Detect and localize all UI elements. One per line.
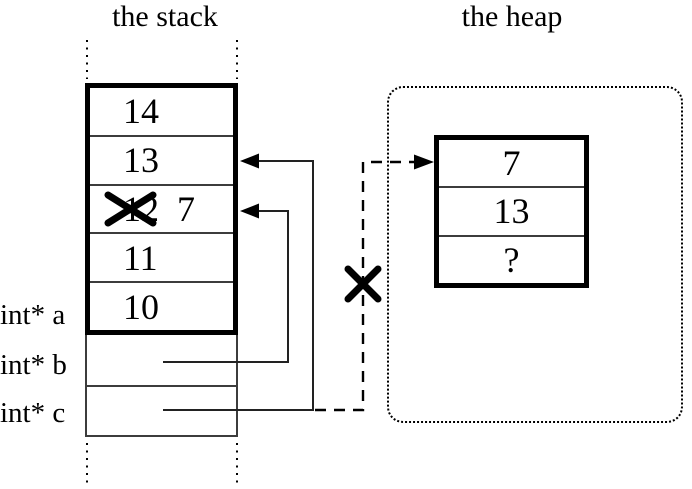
stack-cell-value: 14 bbox=[123, 91, 159, 132]
stack-cell-new-value: 7 bbox=[177, 188, 195, 229]
pointer-label-a: int* a bbox=[0, 299, 66, 331]
stack-frame-box: 14 13 12 7 11 10 bbox=[85, 83, 238, 335]
heap-cell-value: ? bbox=[503, 239, 520, 280]
stack-cell-value: 11 bbox=[123, 237, 158, 278]
heap-title: the heap bbox=[461, 0, 563, 33]
stack-pointer-cells bbox=[85, 335, 238, 437]
stack-cell: 14 bbox=[90, 88, 233, 137]
pointer-cell-b bbox=[87, 335, 236, 387]
stack-cell: 10 bbox=[90, 283, 233, 330]
heap-cell: 7 bbox=[439, 140, 584, 189]
stack-cell: 11 bbox=[90, 234, 233, 284]
heap-cell: 13 bbox=[439, 188, 584, 237]
pointer-cell-c bbox=[87, 387, 236, 435]
heap-cell: ? bbox=[439, 237, 584, 283]
stack-cell-value: 10 bbox=[123, 286, 159, 327]
pointer-c-arrowhead-icon bbox=[240, 153, 259, 169]
pointer-b-arrowhead-icon bbox=[240, 203, 259, 219]
stack-title: the stack bbox=[112, 0, 218, 33]
heap-cell-value: 13 bbox=[493, 191, 530, 232]
stack-cell-old-value: 12 bbox=[123, 188, 159, 229]
stack-cell: 13 bbox=[90, 137, 233, 186]
pointer-label-b: int* b bbox=[0, 349, 67, 381]
pointer-label-c: int* c bbox=[0, 397, 66, 429]
stack-cell-overwritten: 12 7 bbox=[90, 186, 233, 235]
broken-pointer-x-icon bbox=[344, 265, 382, 303]
stack-cell-value: 13 bbox=[123, 140, 159, 181]
heap-cell-value: 7 bbox=[502, 143, 521, 184]
heap-block-box: 7 13 ? bbox=[434, 135, 589, 288]
